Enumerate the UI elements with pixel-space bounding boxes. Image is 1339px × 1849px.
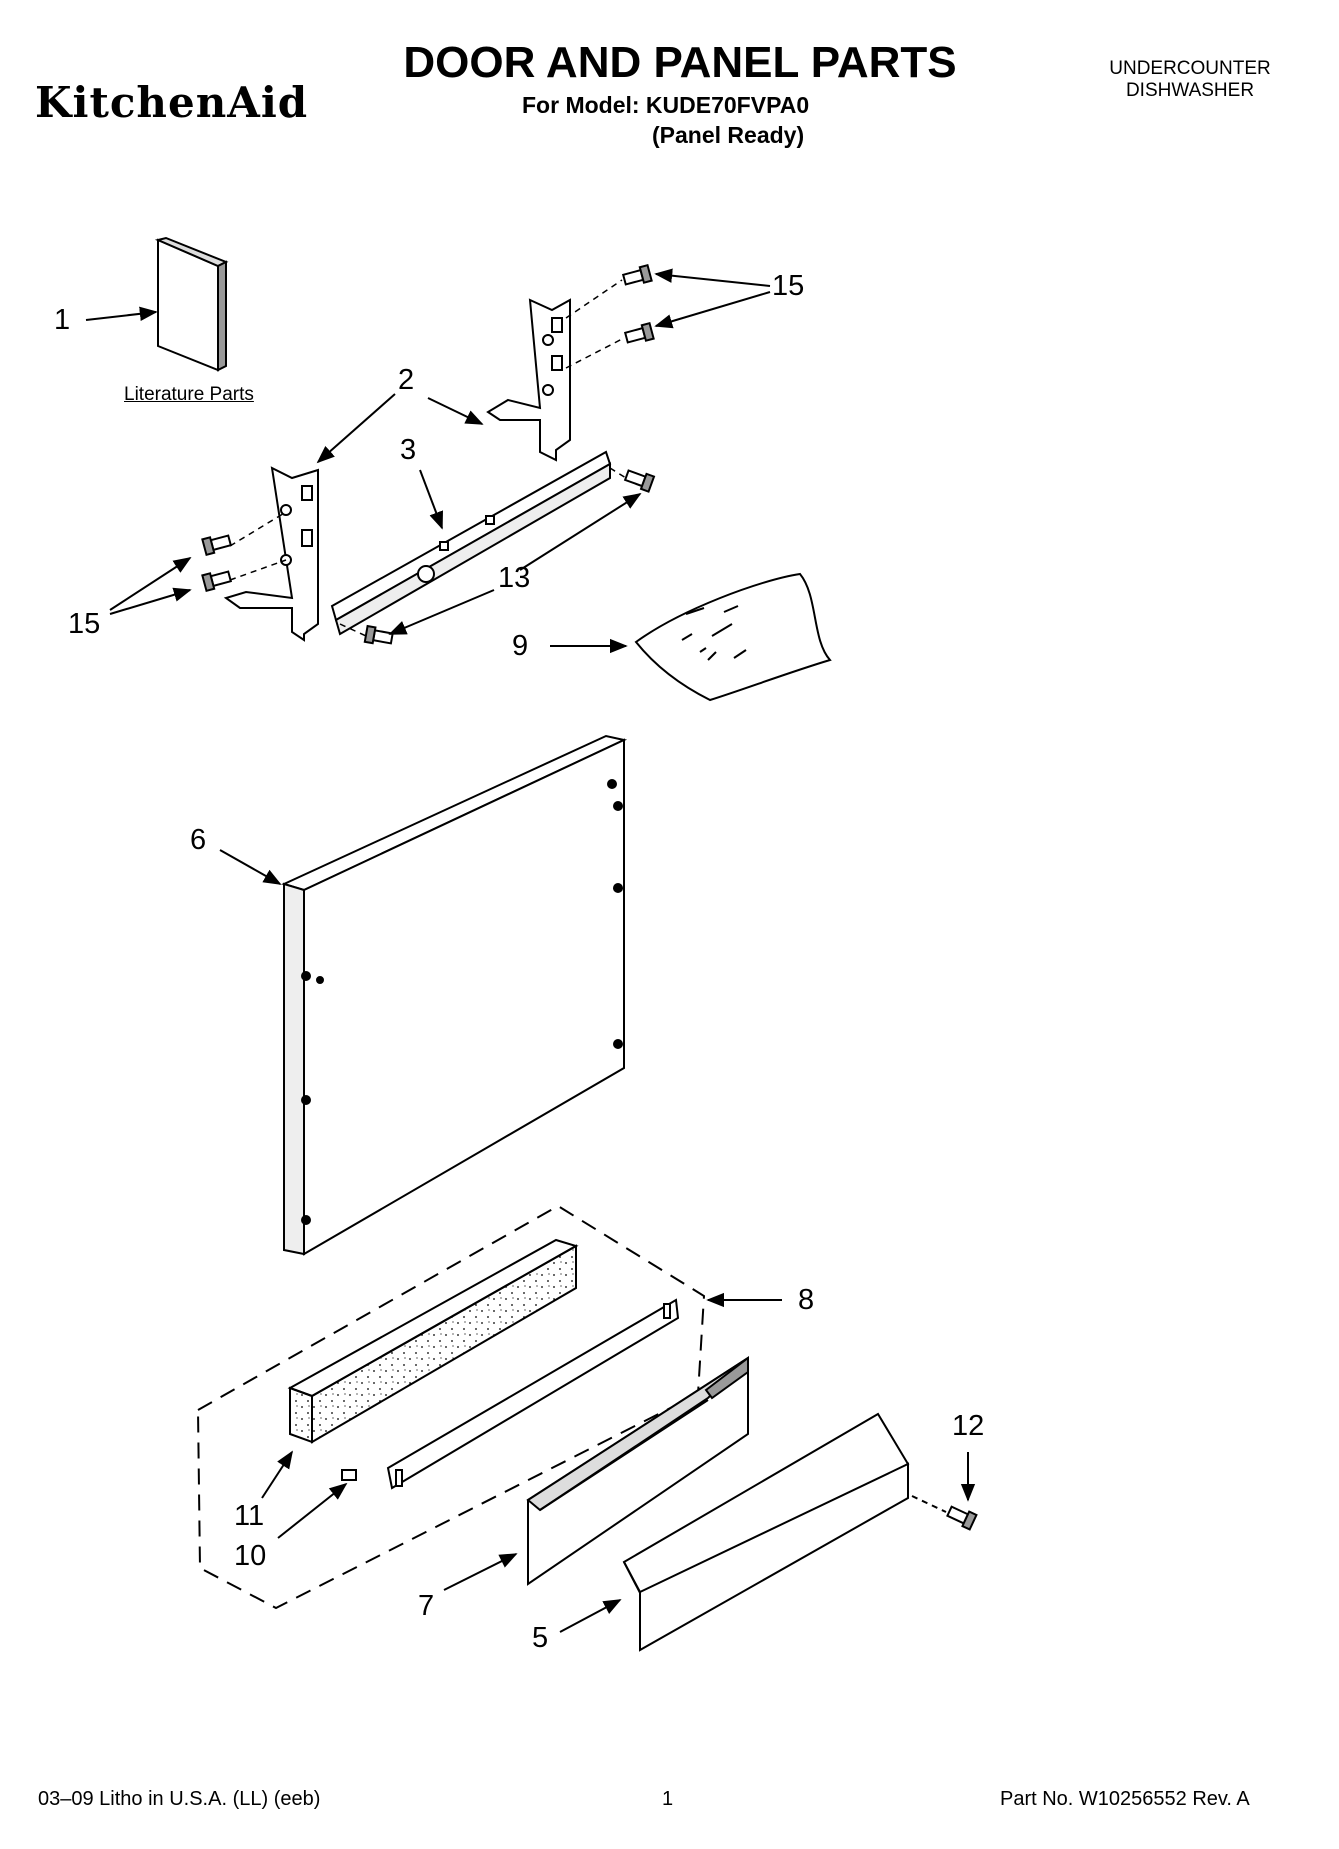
callout-6: 6 (190, 824, 207, 856)
callout-5: 5 (532, 1622, 549, 1654)
screws (201, 263, 656, 645)
callout-11: 11 (234, 1500, 265, 1532)
door-panel (281, 734, 628, 1256)
callout-15-left: 15 (68, 608, 101, 640)
callout-arrows (85, 268, 976, 1633)
hinge-bracket-right (486, 298, 571, 462)
foam-strip (287, 1238, 579, 1444)
page-title: DOOR AND PANEL PARTS (403, 38, 957, 87)
hardware-bag (634, 572, 832, 702)
product-type: UNDERCOUNTER DISHWASHER (1080, 58, 1300, 102)
literature-parts-label: Literature Parts (124, 384, 254, 405)
model-number: For Model: KUDE70FVPA0 (522, 92, 810, 118)
callout-2: 2 (398, 364, 415, 396)
literature-booklet (154, 236, 229, 372)
print-info: 03–09 Litho in U.S.A. (LL) (eeb) (38, 1788, 321, 1810)
callout-12: 12 (952, 1410, 985, 1442)
callout-3: 3 (400, 434, 417, 466)
toe-panel (526, 1355, 749, 1586)
screw-dash-lines (229, 279, 627, 637)
mounting-rail (330, 450, 612, 636)
callout-9: 9 (512, 630, 529, 662)
product-type-line-1: UNDERCOUNTER (1109, 58, 1271, 79)
part-number: Part No. W10256552 Rev. A (1000, 1788, 1250, 1810)
callout-1: 1 (54, 304, 71, 336)
kick-plate-screw (911, 1495, 978, 1531)
kick-plate (622, 1412, 910, 1652)
page-number: 1 (662, 1788, 674, 1810)
kit-outline (196, 1204, 706, 1610)
callout-8: 8 (798, 1284, 815, 1316)
callout-10: 10 (234, 1540, 267, 1572)
callout-15-right: 15 (772, 270, 805, 302)
callout-13: 13 (498, 562, 531, 594)
callout-7: 7 (418, 1590, 435, 1622)
model-variant: (Panel Ready) (652, 122, 805, 148)
product-type-line-2: DISHWASHER (1125, 80, 1255, 101)
strip-clip (341, 1298, 680, 1490)
hinge-bracket-left (223, 466, 319, 642)
brand-logo: KitchenAid (35, 78, 309, 127)
